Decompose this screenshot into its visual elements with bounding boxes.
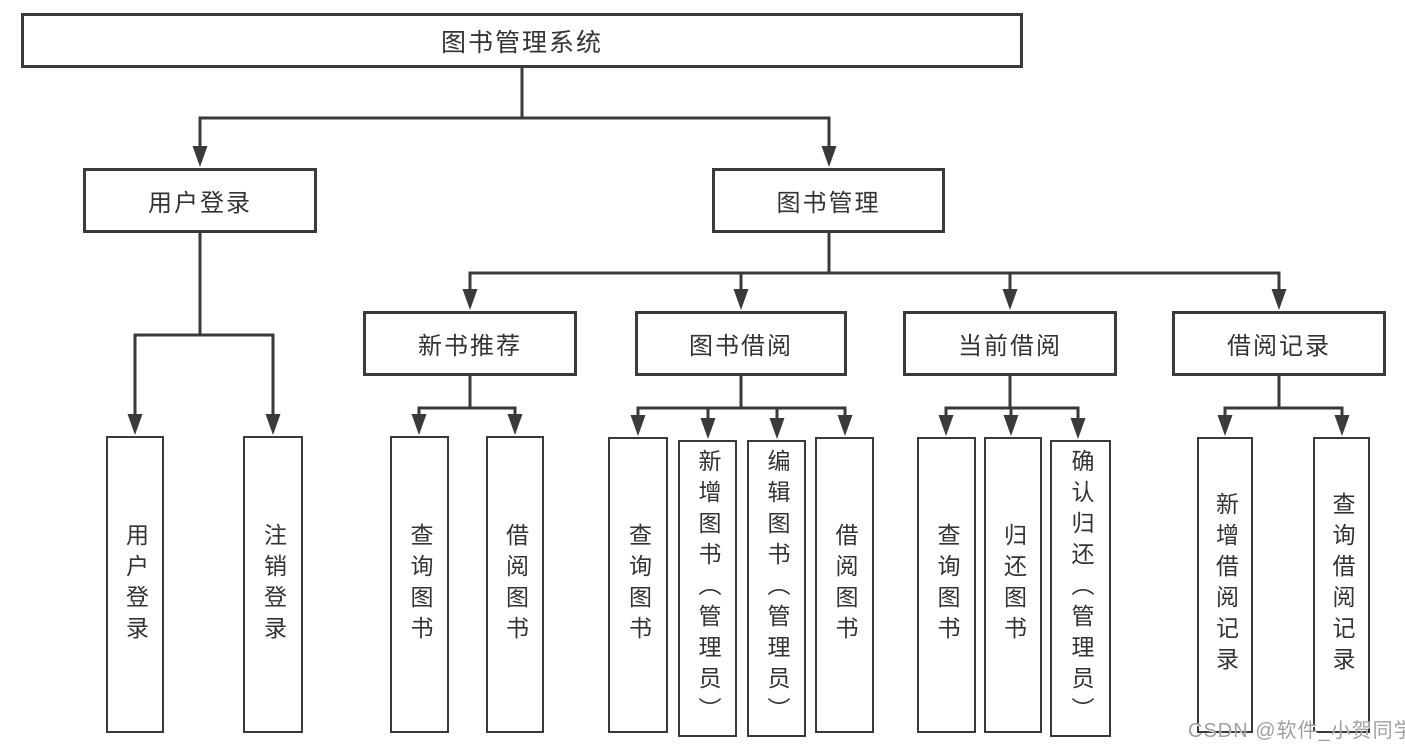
arrowhead-icon [769,418,785,439]
node-current-borrowing: 当前借阅 [903,311,1117,376]
arrowhead-icon [507,414,523,435]
arrowhead-icon [462,289,478,310]
connector-new-book [417,374,517,423]
node-label: 图书借阅 [689,333,793,360]
node-user-login: 用户登录 [83,168,317,233]
leaf-label: 查询图书 [625,523,652,647]
leaf-label: 借阅图书 [502,522,529,647]
node-label: 当前借阅 [958,333,1062,360]
leaf-label: 查询图书 [934,523,960,647]
leaf-return-books: 归还图书 [984,437,1042,733]
node-borrowing-records: 借阅记录 [1172,311,1386,376]
node-book-borrowing: 图书借阅 [635,311,847,376]
leaf-label: 借阅图书 [832,523,858,647]
connector-root [198,66,831,152]
arrowhead-icon [1003,415,1019,436]
leaf-label: 编辑图书（管理员） [764,449,790,728]
leaf-add-book-admin: 新增图书（管理员） [678,440,737,737]
node-book-management: 图书管理 [712,168,945,233]
connector-book-borrow [636,374,847,426]
node-label: 用户登录 [148,190,252,217]
connector-paths [133,66,1344,426]
node-library-system: 图书管理系统 [21,13,1023,68]
leaf-user-login: 用户登录 [106,436,164,733]
leaf-label: 确认归还（管理员） [1068,449,1094,728]
arrowhead-icons [127,146,1350,439]
leaf-label: 新增借阅记录 [1212,492,1239,678]
leaf-add-borrow-record: 新增借阅记录 [1197,437,1253,733]
node-label: 图书管理 [776,190,881,217]
leaf-edit-book-admin: 编辑图书（管理员） [747,440,806,737]
arrowhead-icon [630,415,646,436]
arrowhead-icon [821,146,837,167]
leaf-label: 归还图书 [1000,523,1027,647]
leaf-label: 注销登录 [260,522,287,647]
leaf-query-books: 查询图书 [390,436,449,733]
arrowhead-icon [265,414,281,435]
leaf-confirm-return-admin: 确认归还（管理员） [1050,440,1111,737]
node-label: 借阅记录 [1227,333,1331,360]
leaf-borrow-books: 借阅图书 [486,436,544,733]
arrowhead-icon [411,414,427,435]
leaf-query-books: 查询图书 [608,437,668,733]
node-label: 图书管理系统 [440,28,603,57]
leaf-query-borrow-record: 查询借阅记录 [1313,437,1370,733]
arrowhead-icon [1070,418,1086,439]
leaf-label: 查询借阅记录 [1329,492,1355,678]
leaf-label: 新增图书（管理员） [695,449,721,728]
arrowhead-icon [938,415,954,436]
arrowhead-icon [733,289,749,310]
arrowhead-icon [1334,415,1350,436]
connector-user-login [133,231,275,422]
arrowhead-icon [1002,289,1018,310]
leaf-logout: 注销登录 [243,436,303,733]
connector-book-management [468,231,1281,295]
leaf-label: 用户登录 [122,522,149,647]
leaf-borrow-books: 借阅图书 [815,437,874,733]
arrowhead-icon [700,418,716,439]
arrowhead-icon [837,415,853,436]
arrowhead-icon [192,146,208,167]
arrowhead-icon [1217,415,1233,436]
node-new-book-recommend: 新书推荐 [363,311,577,376]
arrowhead-icon [1271,289,1287,310]
leaf-label: 查询图书 [407,522,433,647]
connector-borrow-records [1223,374,1344,423]
watermark: CSDN @软件_小贺同学 [1188,720,1405,742]
leaf-query-books: 查询图书 [917,437,976,733]
arrowhead-icon [127,414,143,435]
node-label: 新书推荐 [418,333,522,360]
